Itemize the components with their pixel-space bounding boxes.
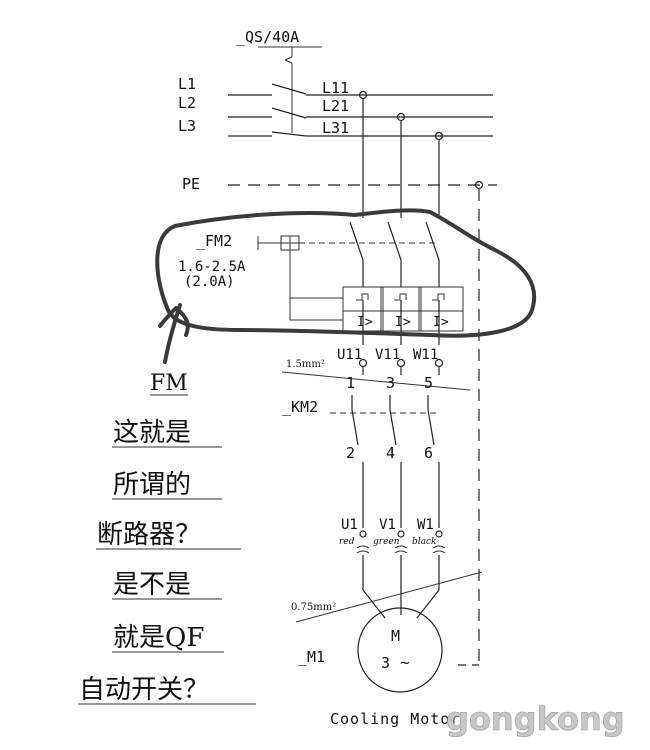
- pe-line: [228, 180, 497, 666]
- motor-symbol: M: [391, 627, 400, 645]
- terminal-v1: V1: [379, 517, 396, 533]
- terminal-u1: U1: [341, 517, 358, 533]
- qs-label: _QS/40A: [236, 28, 299, 46]
- annotation-line-4: 是不是: [113, 570, 191, 600]
- line-label-l3: L3: [178, 117, 196, 135]
- trip-label-3: I>: [433, 315, 449, 330]
- hand-drawn-circle: [155, 208, 537, 338]
- bus-lines: [228, 90, 493, 141]
- terminal-w1: W1: [417, 517, 434, 533]
- km-out-6: 6: [424, 444, 433, 462]
- motor-ac-icon: ~: [400, 653, 410, 672]
- km-in-5: 5: [424, 374, 433, 392]
- trip-label-1: I>: [357, 315, 373, 330]
- fm2-breaker: [257, 235, 464, 345]
- annotation-line-2: 所谓的: [113, 470, 191, 500]
- km2-contactor: [330, 395, 440, 446]
- wire-size-upper-line: [281, 371, 471, 391]
- line-label-l31: L31: [322, 119, 349, 137]
- pe-label: PE: [182, 175, 200, 193]
- trip-label-2: I>: [395, 315, 411, 330]
- fm2-range: 1.6-2.5A: [178, 259, 246, 275]
- top-terminal-dots: [358, 358, 444, 375]
- wire-size-upper: 1.5mm²: [286, 359, 325, 370]
- wire-ferrules: [356, 545, 446, 619]
- annotation-line-1: 这就是: [113, 418, 191, 448]
- feeder-wires: [349, 99, 440, 287]
- terminal-u11: U11: [337, 347, 362, 363]
- motor-circle: [357, 607, 443, 693]
- km-out-2: 2: [346, 444, 355, 462]
- line-label-l11: L11: [322, 79, 349, 97]
- qs-switch: [258, 46, 322, 137]
- km2-name: _KM2: [282, 398, 318, 416]
- wire-color-black: black: [412, 537, 437, 547]
- motor-caption: Cooling Motor: [330, 710, 460, 728]
- line-label-l21: L21: [322, 97, 349, 115]
- km-out-4: 4: [386, 444, 395, 462]
- km-in-3: 3: [386, 374, 395, 392]
- line-label-l1: L1: [178, 75, 196, 93]
- wire-size-lower-line: [295, 571, 483, 623]
- fm2-name: _FM2: [196, 232, 232, 250]
- annotation-fm: FM: [150, 371, 188, 396]
- km-in-1: 1: [346, 374, 355, 392]
- hand-drawn-tail: [158, 303, 190, 364]
- km2-output-wires: [362, 462, 440, 528]
- line-label-l2: L2: [178, 94, 196, 112]
- motor-phase: 3: [381, 654, 390, 672]
- wire-size-lower: 0.75mm²: [291, 602, 336, 613]
- watermark: gongkong: [446, 700, 625, 738]
- annotation-line-5: 就是QF: [113, 623, 204, 653]
- terminal-w11: W11: [413, 347, 438, 363]
- annotation-line-3: 断路器？: [97, 520, 201, 550]
- wire-color-red: red: [339, 537, 355, 547]
- fm2-setting: (2.0A): [184, 274, 235, 290]
- motor-name: _M1: [298, 648, 325, 666]
- terminal-v11: V11: [375, 347, 400, 363]
- annotation-line-6: 自动开关？: [79, 675, 209, 705]
- motor-terminal-dots: [359, 530, 443, 538]
- wire-color-green: green: [373, 537, 400, 547]
